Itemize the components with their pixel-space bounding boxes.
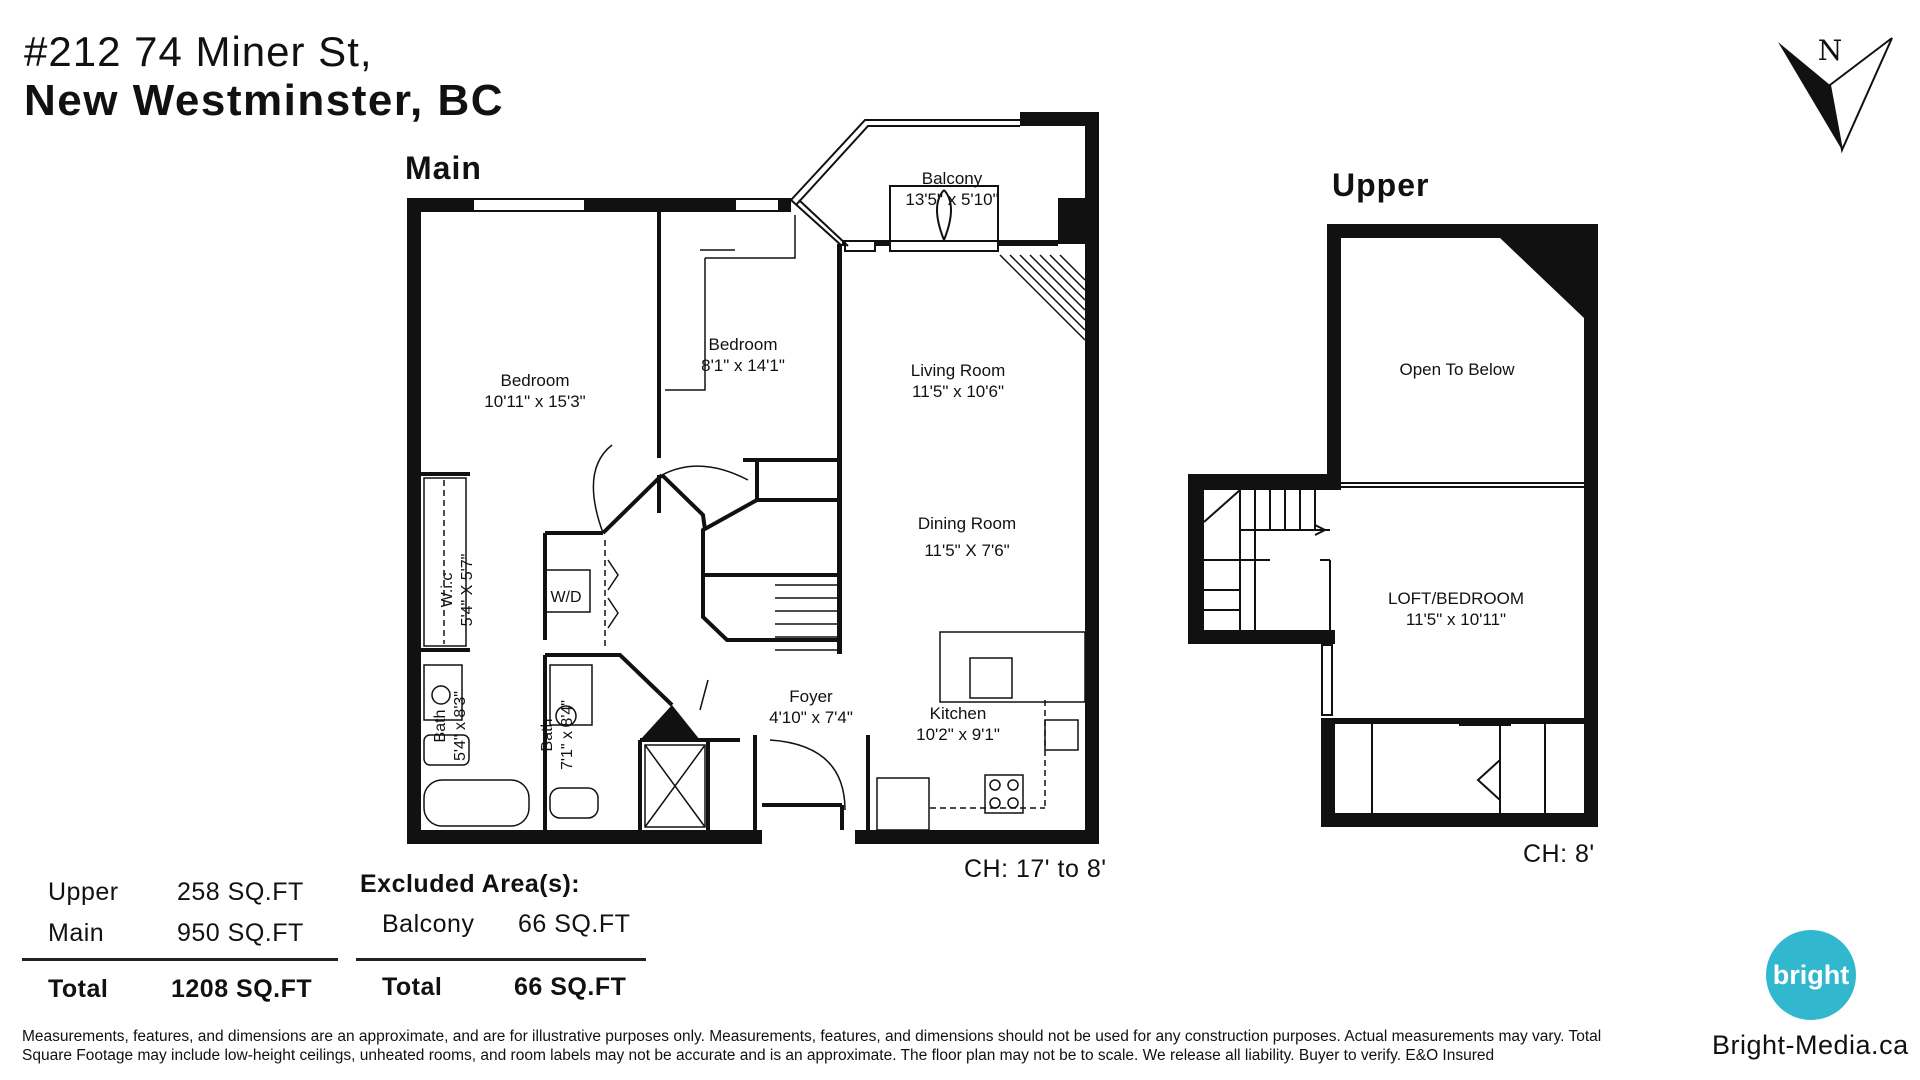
excluded-divider <box>356 958 646 961</box>
room-living: Living Room 11'5" x 10'6" <box>911 360 1006 402</box>
room-name: W.i.c <box>439 572 456 608</box>
room-balcony: Balcony 13'5" x 5'10" <box>905 168 998 210</box>
bright-logo: bright <box>1766 930 1856 1020</box>
room-wd: W/D <box>550 587 581 608</box>
summary-total-value: 1208 SQ.FT <box>171 975 313 1003</box>
room-bath-1: Bath 5'4" x 8'3" <box>431 676 471 776</box>
room-name: Dining Room <box>917 514 1017 533</box>
room-dims: 10'11" x 15'3" <box>484 392 586 411</box>
room-dims: 5'4" X 5'7" <box>459 553 476 627</box>
main-ceiling-height: CH: 17' to 8' <box>964 855 1107 883</box>
room-kitchen: Kitchen 10'2" x 9'1" <box>916 703 1000 745</box>
room-bath-2: Bath 7'1" x 8'4" <box>538 685 578 785</box>
excluded-balcony-value: 66 SQ.FT <box>518 910 631 938</box>
room-name: Bath <box>539 718 556 752</box>
main-dark-fixture <box>640 705 700 740</box>
room-dims: 11'5" x 10'6" <box>912 382 1004 401</box>
upper-ceiling-height: CH: 8' <box>1523 840 1595 868</box>
upper-plan-title: Upper <box>1332 167 1430 203</box>
room-dims: 10'2" x 9'1" <box>916 725 1000 744</box>
excluded-total-label: Total <box>382 973 443 1001</box>
room-name: Balcony <box>921 169 983 188</box>
excluded-total-value: 66 SQ.FT <box>514 973 627 1001</box>
brand-website: Bright-Media.ca <box>1712 1030 1909 1060</box>
room-dims: 5'4" x 8'3" <box>452 691 469 761</box>
address-line-2: New Westminster, BC <box>24 76 505 125</box>
balcony-outline <box>790 119 1020 247</box>
summary-total-label: Total <box>48 975 109 1003</box>
summary-main-label: Main <box>48 919 105 947</box>
summary-divider <box>22 958 338 961</box>
room-dims: 7'1" x 8'4" <box>559 700 576 770</box>
main-stairs <box>775 254 1086 651</box>
room-name: Living Room <box>910 361 1006 380</box>
upper-floor-walls <box>1188 224 1598 827</box>
room-dims: 11'5" X 7'6" <box>924 541 1010 560</box>
room-wic: W.i.c 5'4" X 5'7" <box>438 540 478 640</box>
room-name: LOFT/BEDROOM <box>1387 589 1525 608</box>
room-bedroom-2: Bedroom 8'1" x 14'1" <box>701 334 785 376</box>
address-line-1: #212 74 Miner St, <box>24 28 373 75</box>
summary-upper-value: 258 SQ.FT <box>177 878 304 906</box>
room-open-to-below: Open To Below <box>1400 359 1515 380</box>
room-name: Foyer <box>789 687 833 706</box>
summary-main-value: 950 SQ.FT <box>177 919 304 947</box>
disclaimer-text: Measurements, features, and dimensions a… <box>22 1028 1602 1064</box>
excluded-title: Excluded Area(s): <box>360 870 581 898</box>
room-dining: Dining Room 11'5" X 7'6" <box>918 510 1016 564</box>
main-plan-title: Main <box>405 150 482 186</box>
room-loft-bedroom: LOFT/BEDROOM 11'5" x 10'11" <box>1388 588 1524 630</box>
room-dims: 4'10" x 7'4" <box>769 708 853 727</box>
room-name: Bath <box>432 709 449 743</box>
room-dims: 8'1" x 14'1" <box>701 356 785 375</box>
room-bedroom-1: Bedroom 10'11" x 15'3" <box>484 370 585 412</box>
room-name: Open To Below <box>1399 360 1515 379</box>
main-fixtures <box>423 215 1086 831</box>
room-name: Bedroom <box>708 335 778 354</box>
excluded-balcony-label: Balcony <box>382 910 475 938</box>
room-dims: 11'5" x 10'11" <box>1405 610 1507 629</box>
room-name: W/D <box>550 589 582 606</box>
main-floor-windows <box>472 198 999 252</box>
north-compass-icon: N <box>1778 34 1893 154</box>
room-name: Kitchen <box>929 704 987 723</box>
room-dims: 13'5" x 5'10" <box>905 190 999 209</box>
upper-floor-details <box>1203 224 1584 813</box>
room-name: Bedroom <box>500 371 570 390</box>
compass-label: N <box>1818 34 1843 67</box>
room-foyer: Foyer 4'10" x 7'4" <box>769 686 853 728</box>
summary-upper-label: Upper <box>48 878 119 906</box>
